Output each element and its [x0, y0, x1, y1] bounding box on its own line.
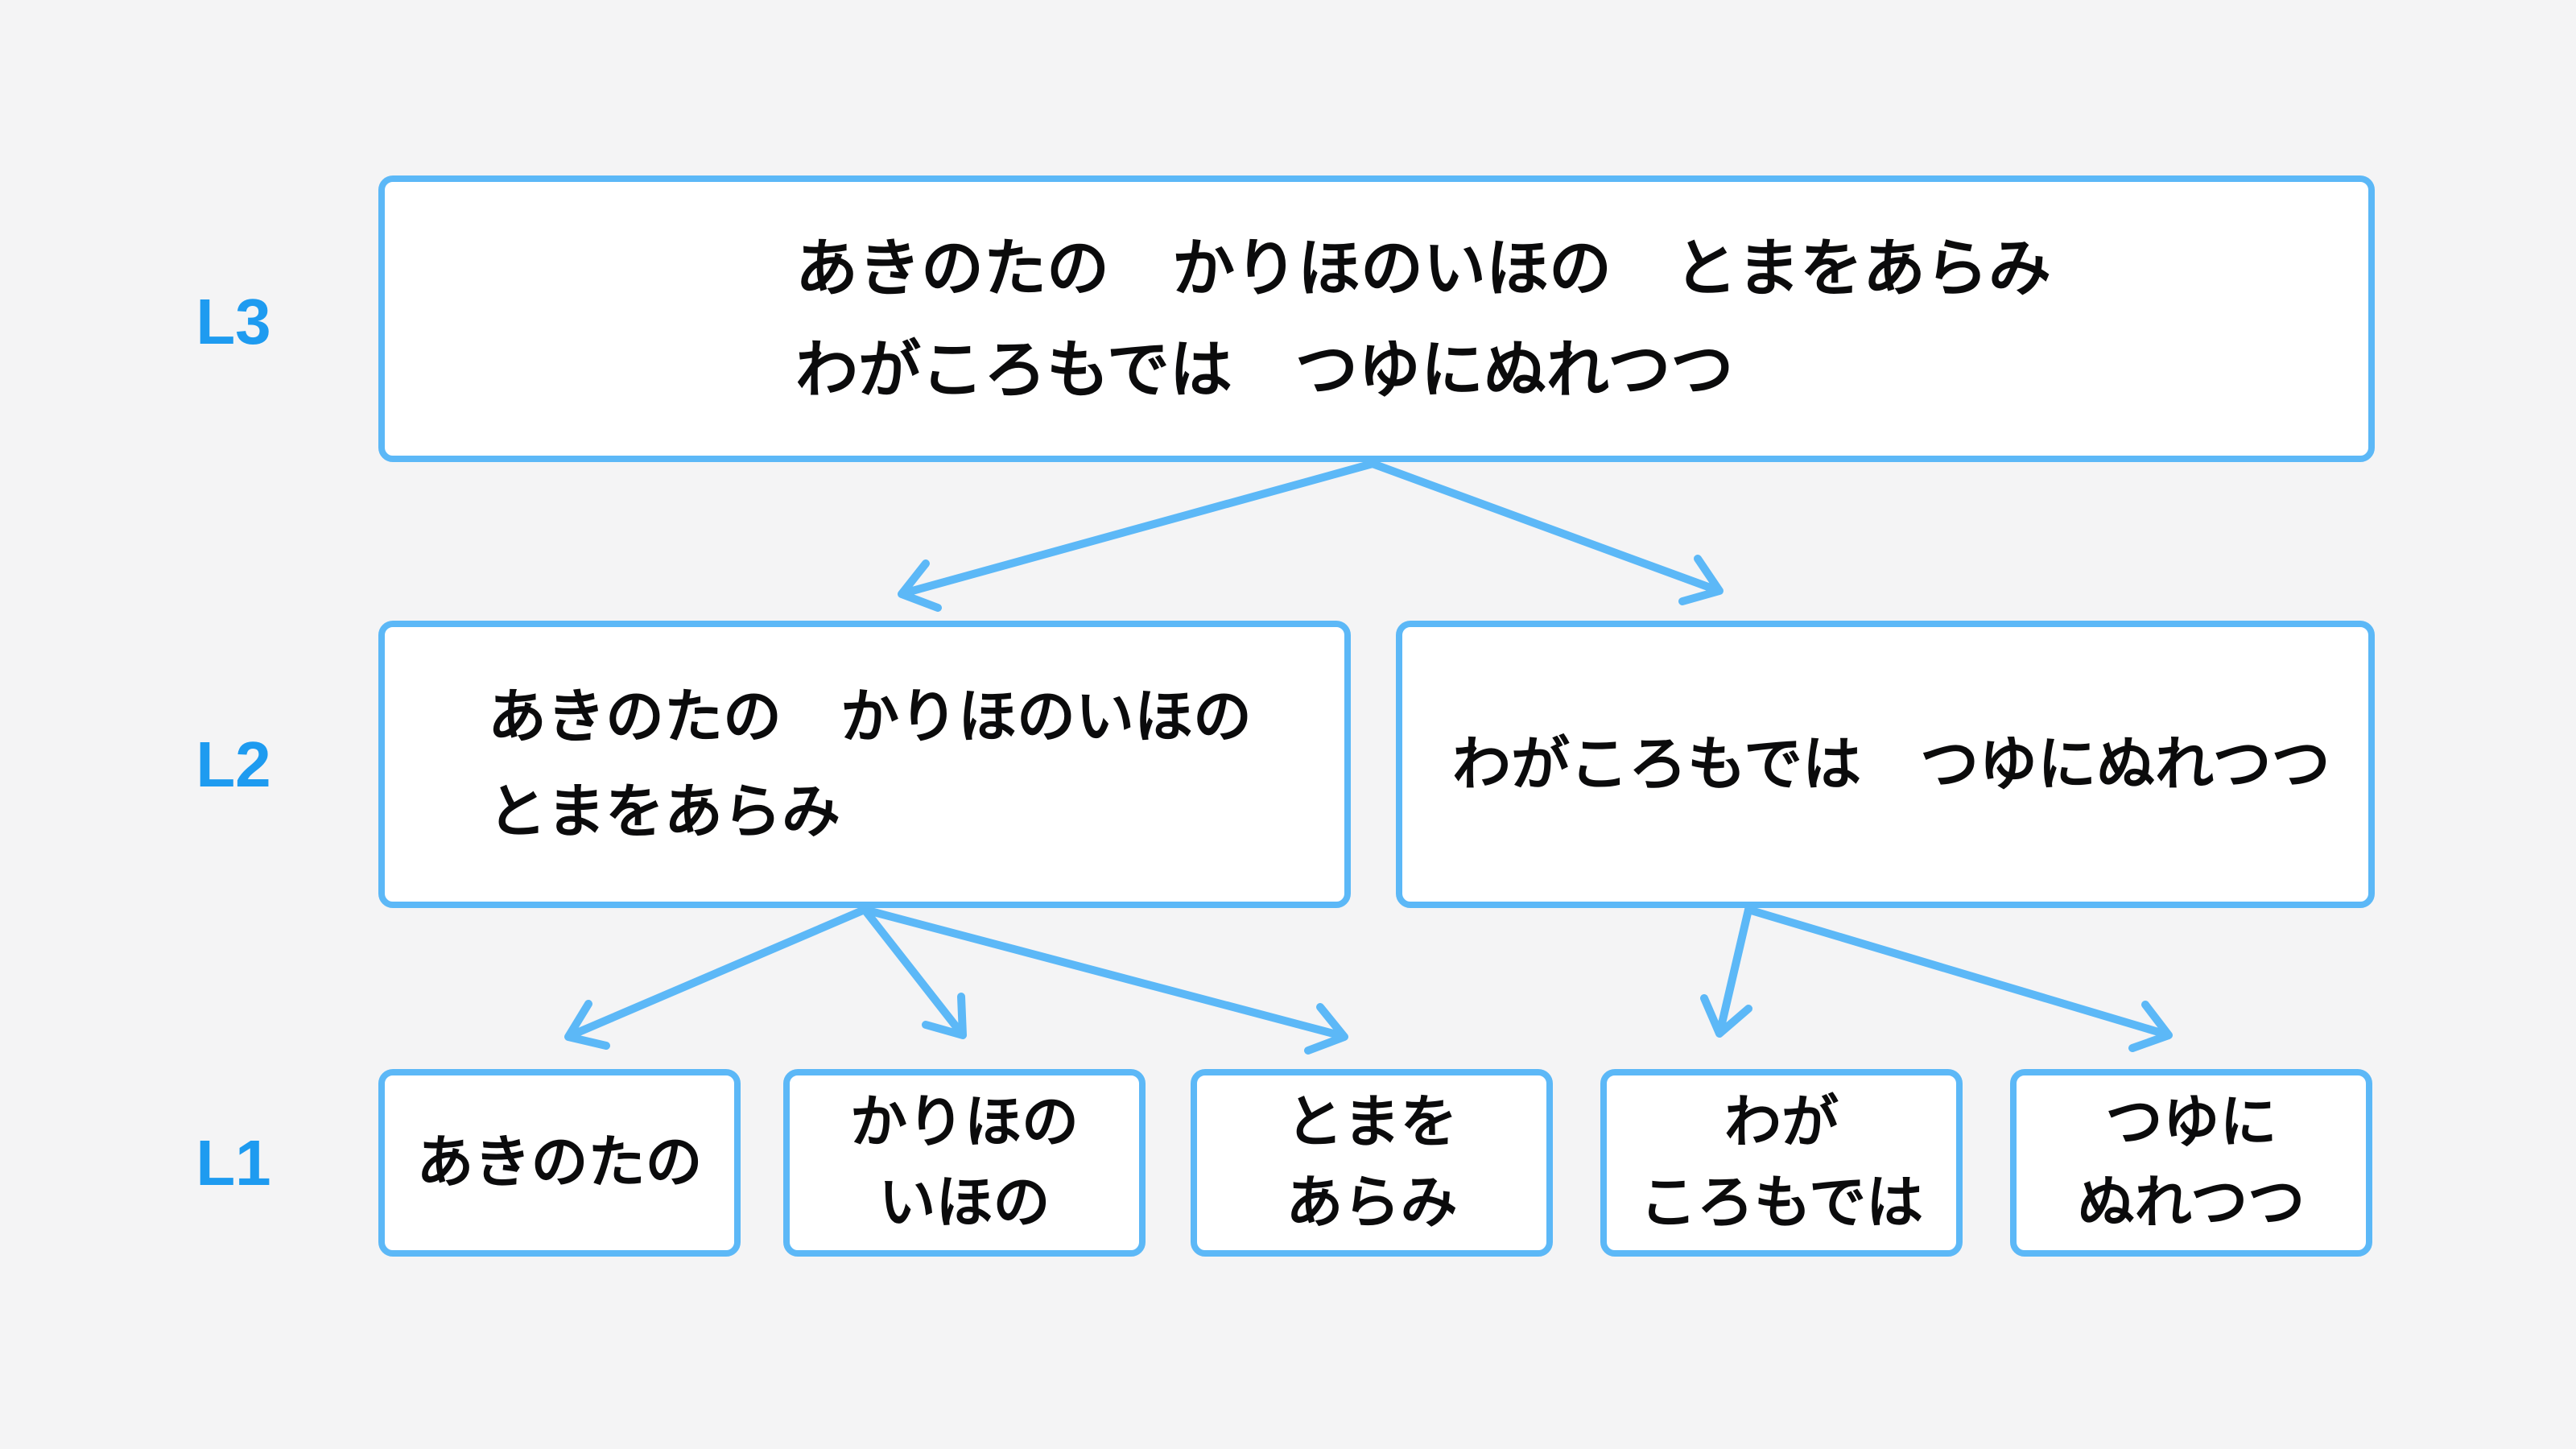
arrow-l2left-to-l1-1 [564, 906, 869, 1050]
l1-box-3: とまを あらみ [1191, 1069, 1553, 1257]
arrow-l3-to-l2-right [1368, 460, 1724, 605]
arrow-l2right-to-l1-5 [1744, 906, 2173, 1052]
l3-box: あきのたの かりほのいほの とまをあらみ わがころもでは つゆにぬれつつ [378, 175, 2375, 462]
poem-line: わがころもでは つゆにぬれつつ [795, 334, 1734, 405]
arrow-l2left-to-l1-2 [861, 906, 967, 1039]
l1-box-5: つゆに ぬれつつ [2010, 1069, 2372, 1257]
poem-line: つゆに [2105, 1090, 2277, 1154]
poem-line: あきのたの [416, 1130, 703, 1195]
arrow-l2left-to-l1-3 [861, 906, 1348, 1055]
level-label-l3: L3 [196, 286, 271, 357]
l1-box-4: わが ころもでは [1600, 1069, 1963, 1257]
level-label-l1: L1 [196, 1127, 271, 1199]
poem-line: とまを [1286, 1090, 1458, 1154]
level-label-l2: L2 [196, 729, 271, 800]
poem-line: かりほの [849, 1090, 1079, 1154]
l1-box-1: あきのたの [378, 1069, 741, 1257]
l2-box-left: あきのたの かりほのいほの とまをあらみ [378, 621, 1351, 908]
arrow-l3-to-l2-left [898, 460, 1377, 612]
arrow-l2right-to-l1-4 [1700, 906, 1752, 1038]
poem-line: ぬれつつ [2077, 1170, 2306, 1235]
poem-line: わがころもでは つゆにぬれつつ [1452, 731, 2330, 797]
poem-line: いほの [878, 1170, 1051, 1235]
l2-box-right: わがころもでは つゆにぬれつつ [1396, 621, 2375, 908]
poem-line: ころもでは [1639, 1170, 1924, 1235]
poem-line: あきのたの かりほのいほの とまをあらみ [795, 233, 2052, 303]
poem-line: あらみ [1286, 1170, 1458, 1235]
l1-box-2: かりほの いほの [783, 1069, 1146, 1257]
poem-line: とまをあらみ [488, 778, 840, 844]
poem-line: わが [1724, 1090, 1839, 1154]
poem-line: あきのたの かりほのいほの [488, 683, 1252, 749]
